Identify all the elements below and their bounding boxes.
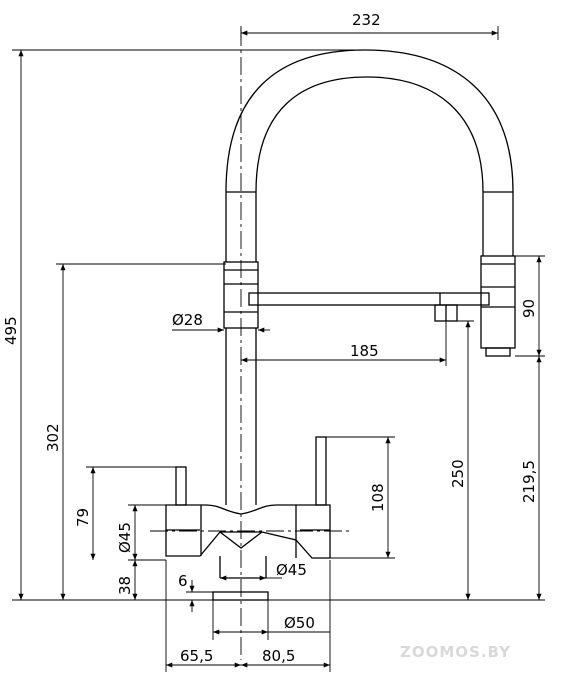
left-handle <box>175 466 187 506</box>
dimension-lines <box>12 26 545 672</box>
dim-diameter-body: Ø28 <box>172 311 203 329</box>
dim-spout-height: 302 <box>44 423 62 452</box>
dim-handle-height-right: 108 <box>369 483 387 512</box>
spray-arm <box>248 292 490 306</box>
dim-overall-height: 495 <box>2 316 20 345</box>
spray-head <box>480 255 516 349</box>
dim-overall-width: 232 <box>352 11 381 29</box>
gooseneck-inner <box>255 76 484 193</box>
dim-left-offset: 65,5 <box>180 647 213 665</box>
dim-outlet-height: 250 <box>449 459 467 488</box>
dim-handle-height-left: 79 <box>74 508 92 527</box>
dim-diameter-base-upper: Ø45 <box>276 561 307 579</box>
right-handle <box>315 436 327 506</box>
dim-diameter-handles: Ø45 <box>116 522 134 553</box>
base-neck <box>219 531 263 549</box>
dim-spout-reach: 185 <box>350 342 379 360</box>
dim-base-thickness: 6 <box>178 572 188 590</box>
watermark: ZOOMOS.BY <box>400 643 511 661</box>
dim-head-length: 90 <box>520 299 538 318</box>
gooseneck-outer <box>225 49 514 193</box>
dimension-labels: 232 495 302 Ø28 185 79 Ø45 38 90 108 250… <box>2 11 538 665</box>
mixer-body <box>165 504 331 559</box>
dim-base-height: 38 <box>116 576 134 595</box>
centerlines <box>150 28 352 660</box>
base-plate <box>212 591 269 601</box>
faucet-outline <box>165 49 516 601</box>
dim-diameter-base: Ø50 <box>284 614 315 632</box>
dim-head-bottom-height: 219,5 <box>520 460 538 503</box>
dim-right-offset: 80,5 <box>262 647 295 665</box>
